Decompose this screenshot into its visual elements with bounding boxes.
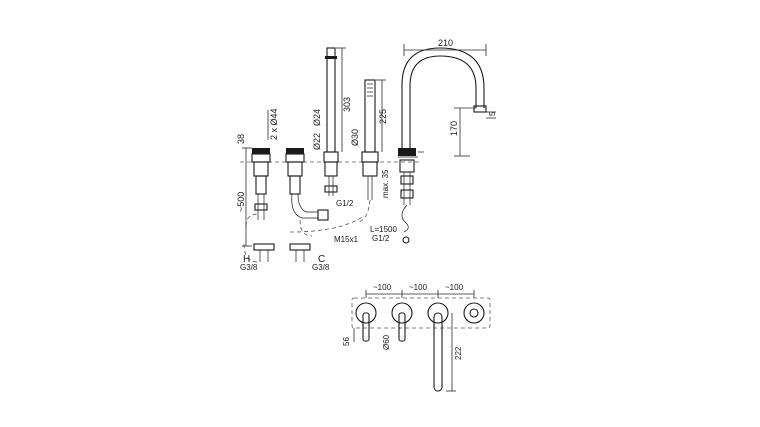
plate-dimensions: ~100 ~100 ~100 Ø60 56 222 [342,283,475,392]
body-depth-label: ~500 [236,192,246,212]
holder-dimension: 225 Ø30 [350,79,388,152]
hose-annotations: G1/2 M15x1 L=1500 G1/2 max. 35 [289,169,397,244]
handshower-length-dimension: 303 Ø24 Ø22 [312,47,352,152]
holder-base-label: Ø30 [350,129,360,146]
handle-spacing-label: 2 x Ø44 [269,108,279,140]
deck-thickness-label: 38 [236,134,246,144]
spout-reach-label: 210 [438,38,453,48]
spout-drop-label: 222 [454,346,463,360]
max-deck-label: max. 35 [381,169,390,198]
spout [398,47,487,244]
hot-connector: H G3/8 [240,243,275,272]
holder-height-label: 225 [378,109,388,124]
plate-offset-label: 56 [342,337,351,346]
plate-spacing-2: ~100 [409,283,428,292]
spout-height-dimension: 170 5 [449,107,497,157]
wall-plate [351,297,491,392]
holder-diameter-label: Ø22 [312,133,322,150]
plate-spacing-1: ~100 [373,283,392,292]
plate-spacing-3: ~100 [445,283,464,292]
handshower [323,47,339,196]
handle-dimension: 2 x Ø44 38 ~500 [236,108,279,247]
spout-reach-dimension: 210 [403,38,487,56]
outlet-thread-label: G1/2 [336,199,354,208]
cold-label: C [318,254,325,265]
shower-holder [357,79,379,223]
hot-thread-label: G3/8 [240,263,258,272]
handshower-diameter-label: Ø24 [312,109,322,126]
spout-height-label: 170 [449,121,459,136]
spout-outlet-label: 5 [488,111,497,116]
rosette-diameter-label: Ø60 [382,334,391,350]
cold-thread-label: G3/8 [312,263,330,272]
cold-handle [285,148,329,237]
cold-connector: C G3/8 [289,243,330,272]
m15-thread-label: M15x1 [334,235,359,244]
handshower-length-label: 303 [342,97,352,112]
hot-handle [245,148,271,227]
hose-length-label: L=1500 [370,225,397,234]
hot-label: H [243,254,250,265]
hose-thread-label: G1/2 [372,234,390,243]
